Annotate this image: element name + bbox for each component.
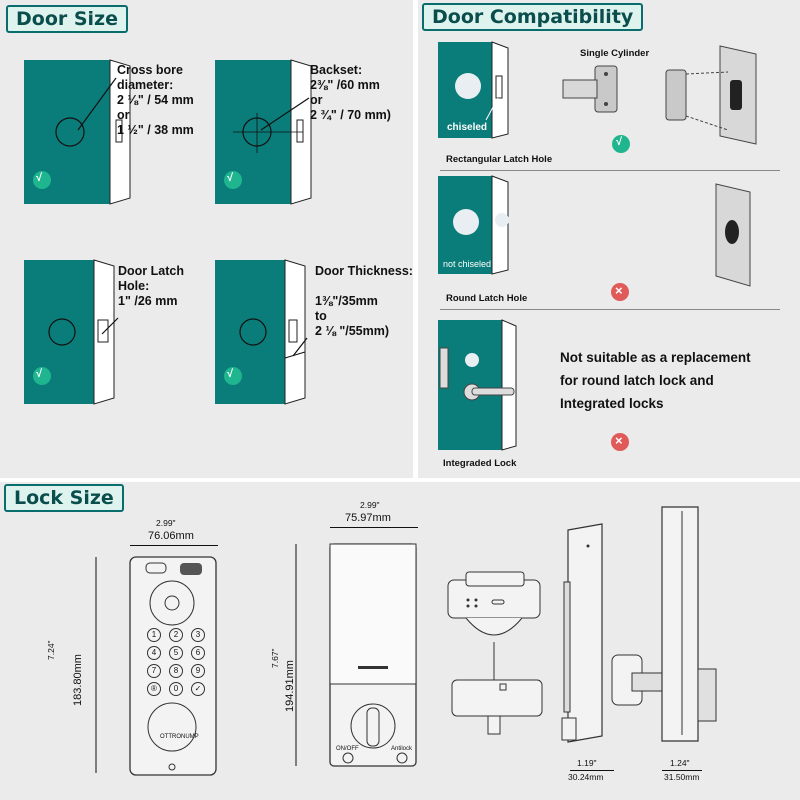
lock-size-title: Lock Size <box>4 484 124 512</box>
door-backset-illustration <box>215 59 312 205</box>
keypad-key: ✓ <box>191 682 205 696</box>
not-suitable-text: Not suitable as a replacement for round … <box>560 350 751 411</box>
thickness-label: 1⅜"/35mm to 2 ⅛ "/55mm) <box>315 294 390 338</box>
back-width-line <box>330 527 418 528</box>
chiseled-label: chiseled <box>447 122 488 133</box>
back-width-mm: 75.97mm <box>345 512 391 524</box>
round-strike-icon <box>715 183 751 287</box>
cross-mark: × <box>615 433 623 448</box>
door-compat-title: Door Compatibility <box>422 3 644 31</box>
check-icon: √ <box>227 172 234 184</box>
side-view-1-illustration <box>561 523 603 743</box>
keypad-key: 9 <box>191 664 205 678</box>
latch-bolt-icon <box>562 65 618 113</box>
check-icon: √ <box>36 368 43 380</box>
check-icon: √ <box>227 368 234 380</box>
door-cross-bore-illustration <box>24 59 131 205</box>
side2-dim-line <box>662 770 702 771</box>
back-panel-illustration <box>295 543 417 767</box>
back-height-in: 7.67" <box>270 648 280 668</box>
single-cylinder-label: Single Cylinder <box>580 48 650 59</box>
check-icon <box>612 135 630 153</box>
round-latch-label: Round Latch Hole <box>446 293 528 304</box>
cross-icon <box>611 283 629 301</box>
rect-latch-label: Rectangular Latch Hole <box>446 154 553 165</box>
keypad-key: 6 <box>191 646 205 660</box>
keypad-key: 2 <box>169 628 183 642</box>
door-size-title: Door Size <box>6 5 129 33</box>
onoff-label: ON/OFF <box>336 746 359 752</box>
thickness-title: Door Thickness: <box>315 264 413 278</box>
brand-label: OTTRONUMP <box>160 734 199 740</box>
keypad-key: 1 <box>147 628 161 642</box>
side2-in: 1.24" <box>670 758 690 768</box>
front-height-in: 7.24" <box>46 640 56 660</box>
strike-plate-icon <box>665 45 757 145</box>
integrated-lock-illustration <box>438 319 517 451</box>
divider <box>440 309 780 310</box>
front-width-line <box>130 545 218 546</box>
cross-bore-label: Cross bore diameter: 2 ⅛" / 54 mm or 1 ½… <box>117 63 194 137</box>
side2-mm: 31.50mm <box>664 772 700 782</box>
keypad-key: 8 <box>169 664 183 678</box>
door-latch-hole-illustration <box>24 259 119 405</box>
door-thickness-illustration <box>215 259 308 405</box>
integrated-lock-label: Integraded Lock <box>443 458 517 469</box>
backset-label: Backset: 2⅜" /60 mm or 2 ¾" / 70 mm) <box>310 63 391 122</box>
not-chiseled-label: not chiseled <box>443 259 492 269</box>
keypad-key: ® <box>147 682 161 696</box>
not-chiseled-door-illustration <box>438 175 509 275</box>
side1-mm: 30.24mm <box>568 772 604 782</box>
back-height-mm: 194.91mm <box>284 660 296 712</box>
cross-mark: × <box>615 283 623 298</box>
keypad-key: 7 <box>147 664 161 678</box>
keypad-key: 4 <box>147 646 161 660</box>
keypad-key: 0 <box>169 682 183 696</box>
side1-in: 1.19" <box>577 758 597 768</box>
chiseled-door-illustration <box>438 41 509 139</box>
front-width-mm: 76.06mm <box>148 530 194 542</box>
back-width-in: 2.99" <box>360 500 380 510</box>
exploded-view-illustration <box>447 571 543 735</box>
keypad-key: 5 <box>169 646 183 660</box>
front-height-mm: 183.80mm <box>72 654 84 706</box>
cross-icon <box>611 433 629 451</box>
latch-hole-label: Door Latch Hole: 1" /26 mm <box>118 264 184 308</box>
divider <box>440 170 780 171</box>
check-mark: √ <box>616 136 623 148</box>
antilock-label: Antilock <box>391 746 413 752</box>
side1-dim-line <box>570 770 614 771</box>
check-icon: √ <box>36 172 43 184</box>
front-width-in: 2.99" <box>156 518 176 528</box>
keypad-key: 3 <box>191 628 205 642</box>
side-view-2-illustration <box>661 506 717 742</box>
